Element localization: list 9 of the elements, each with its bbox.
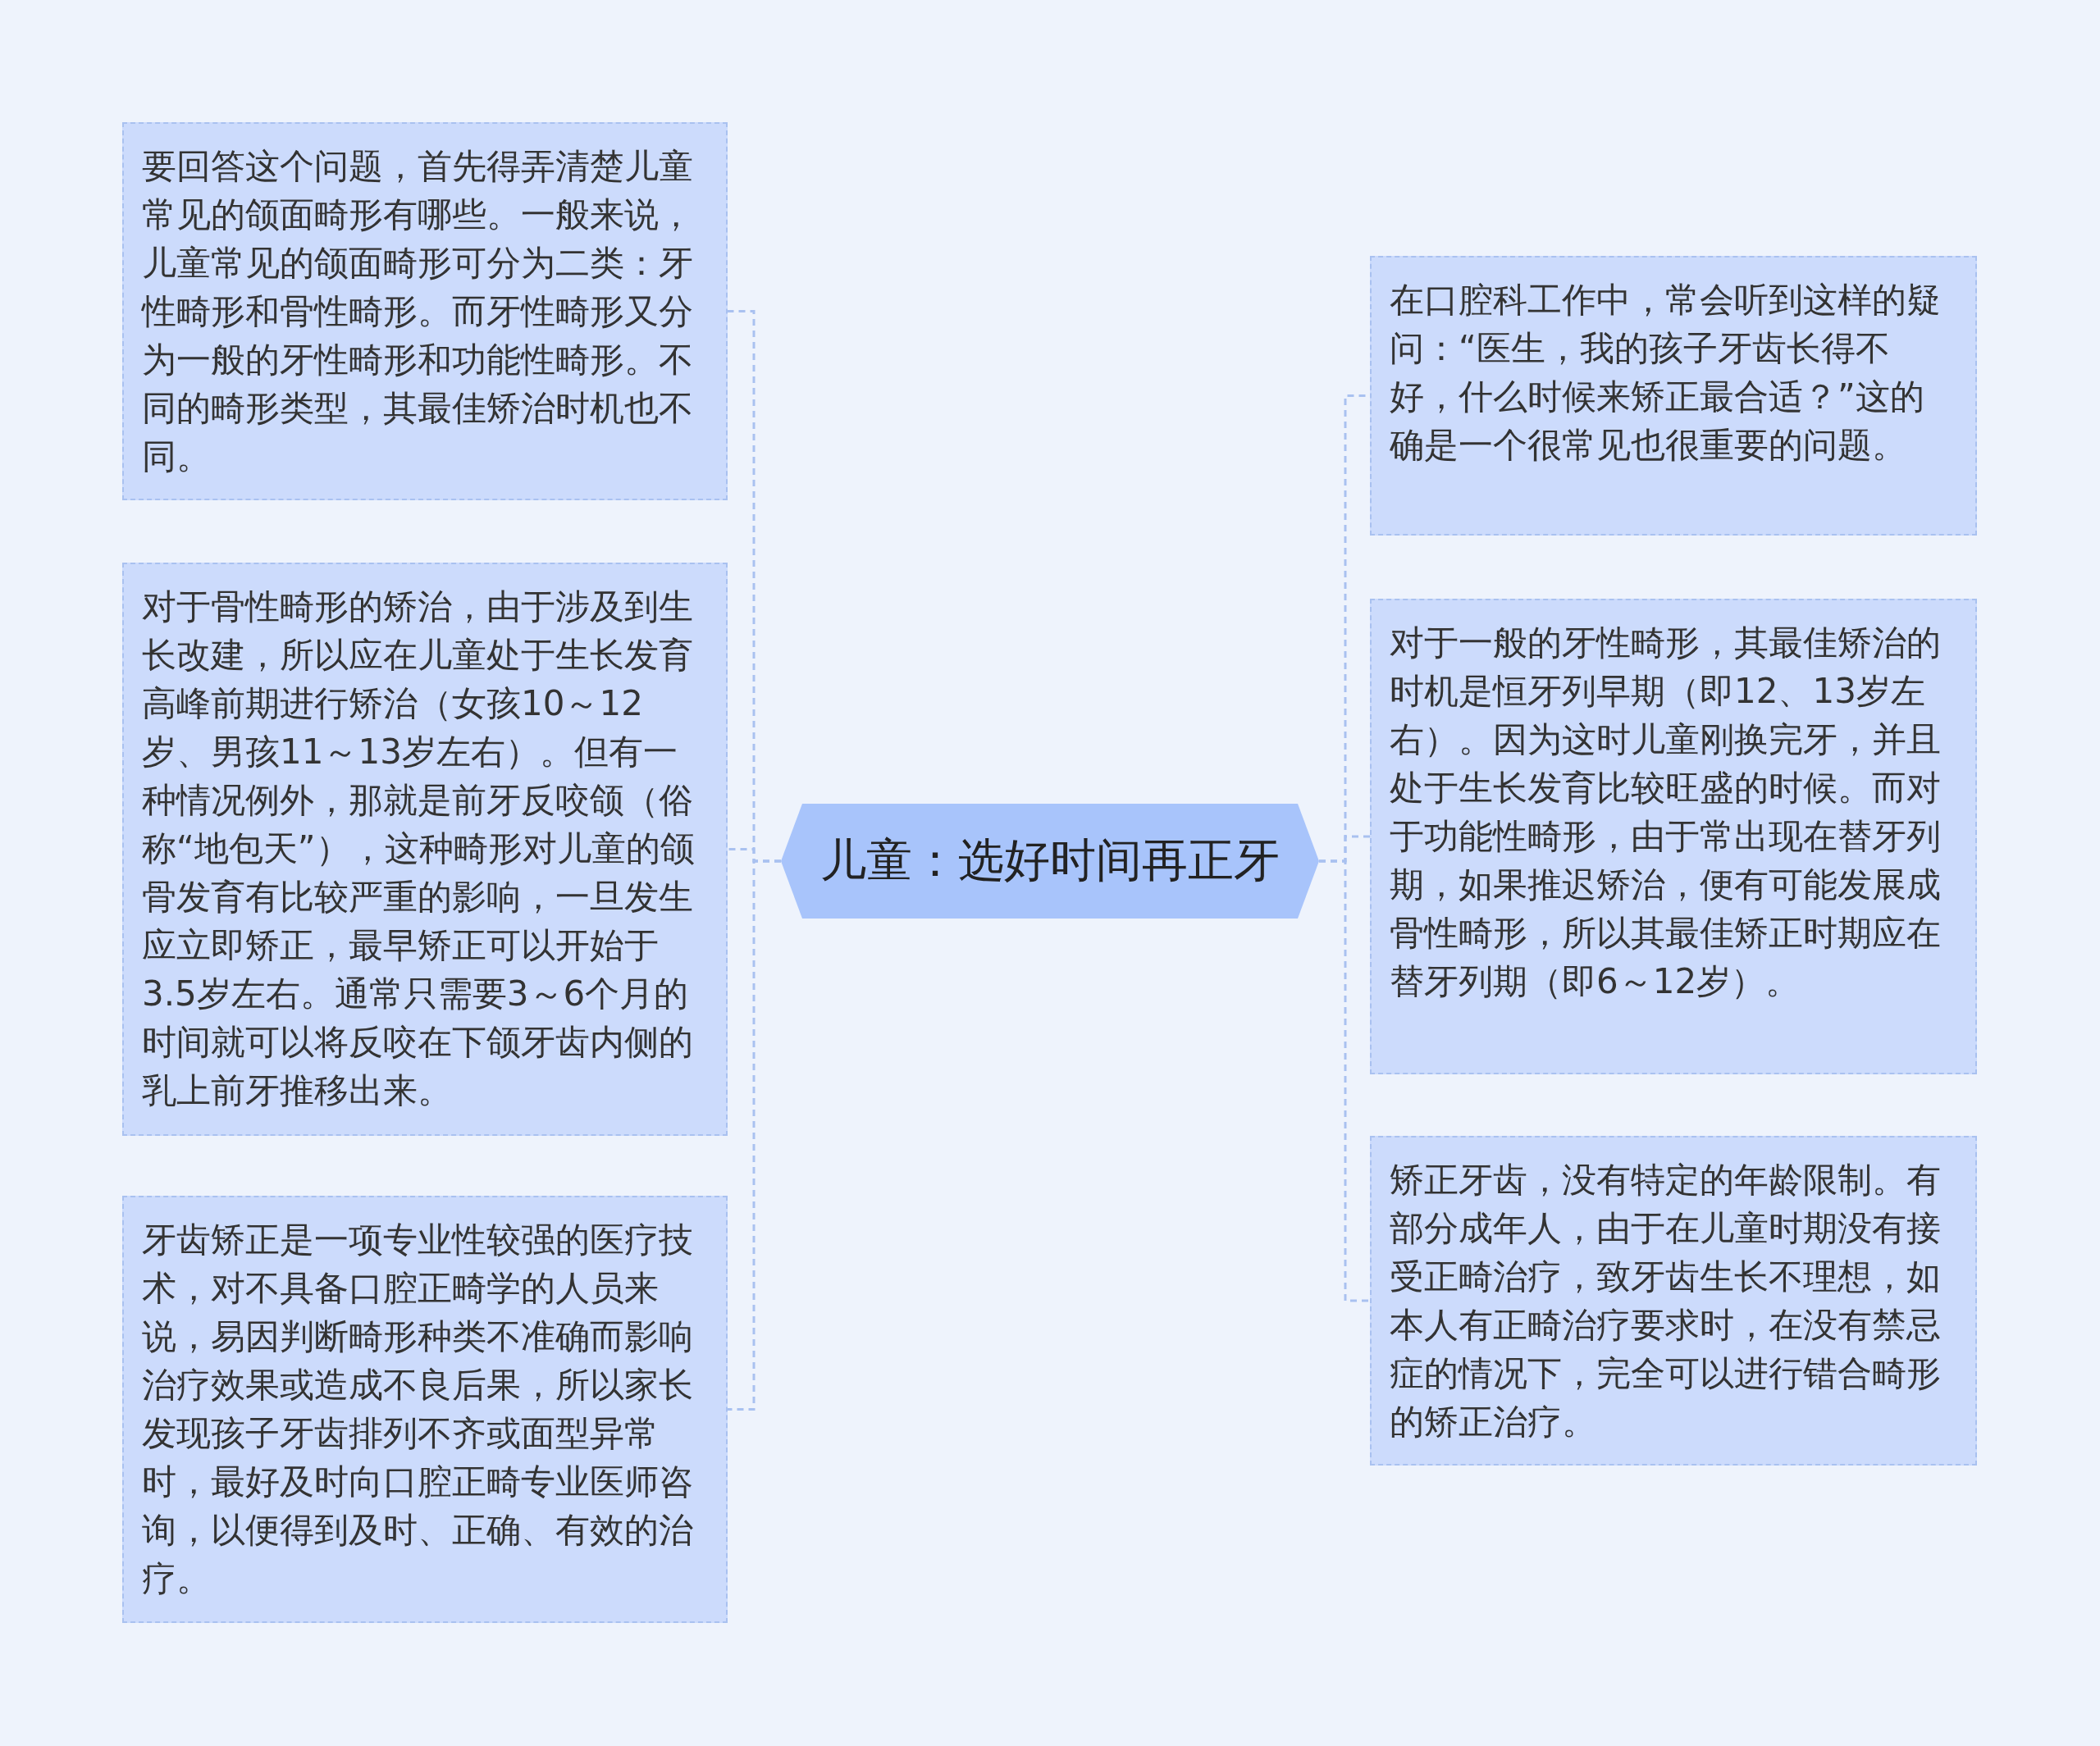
text-box: 矫正牙齿，没有特定的年龄限制。有部分成年人，由于在儿童时期没有接受正畸治疗，致牙齿生长不理想，如本人有正畸治疗要求时，在没有禁忌症的情况下，完全可以进行错合畸形的矫正治疗。: [1370, 1136, 1977, 1466]
text-box: 牙齿矫正是一项专业性较强的医疗技术，对不具备口腔正畸学的人员来说，易因判断畸形种类不准确而影响治疗效果或造成不良后果，所以家长发现孩子牙齿排列不齐或面型异常时，最好及时向口腔正畸专业医师咨询，以便得到及时、正确、有效的治疗。: [122, 1196, 728, 1623]
text-box: 在口腔科工作中，常会听到这样的疑问：“医生，我的孩子牙齿长得不好，什么时候来矫正最合适？”这的确是一个很常见也很重要的问题。: [1370, 256, 1977, 536]
connector-line: [1319, 859, 1370, 1302]
text-box: 对于一般的牙性畸形，其最佳矫治的时机是恒牙列早期（即12、13岁左右）。因为这时儿童刚换完牙，并且处于生长发育比较旺盛的时候。而对于功能性畸形，由于常出现在替牙列期，如果推迟矫治，便有可能发展成骨性畸形，所以其最佳矫正时期应在替牙列期（即6～12岁）。: [1370, 599, 1977, 1074]
text-box: 要回答这个问题，首先得弄清楚儿童常见的颌面畸形有哪些。一般来说，儿童常见的颌面畸形可分为二类：牙性畸形和骨性畸形。而牙性畸形又分为一般的牙性畸形和功能性畸形。不同的畸形类型，其最佳矫治时机也不同。: [122, 122, 728, 500]
topic-hexagon: 儿童：选好时间再正牙: [781, 804, 1319, 919]
text-box: 对于骨性畸形的矫治，由于涉及到生长改建，所以应在儿童处于生长发育高峰前期进行矫治（女孩10～12岁、男孩11～13岁左右）。但有一种情况例外，那就是前牙反咬颌（俗称“地包天”），这种畸形对儿童的颌骨发育有比较严重的影响，一旦发生应立即矫正，最早矫正可以开始于3.5岁左右。通常只需要3～6个月的时间就可以将反咬在下颌牙齿内侧的乳上前牙推移出来。: [122, 563, 728, 1136]
connector-line: [728, 859, 781, 1411]
